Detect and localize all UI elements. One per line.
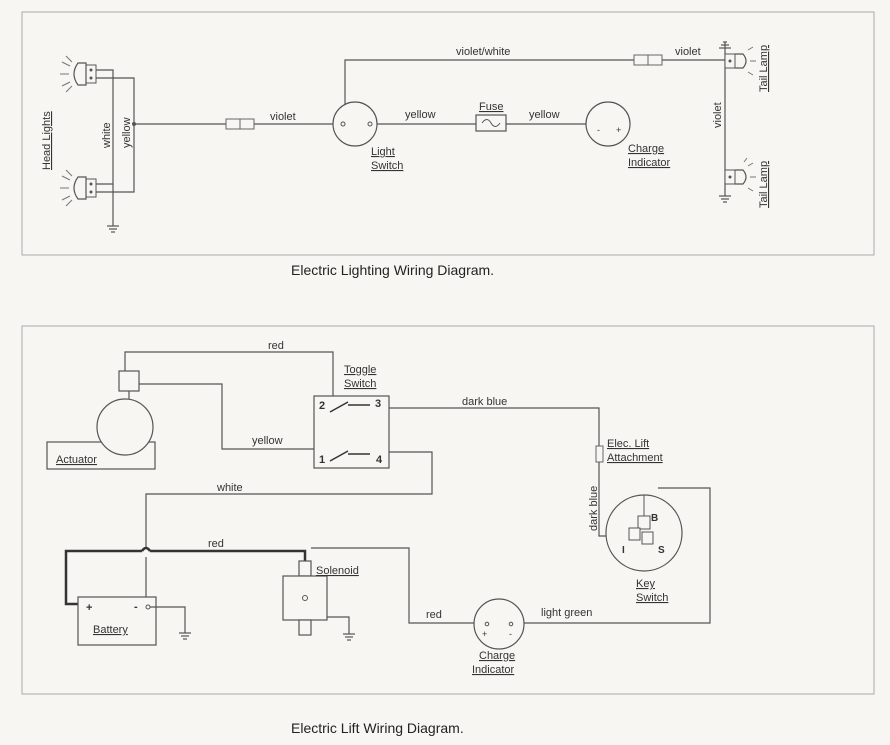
- actuator: [46, 370, 156, 470]
- red-thick-wire-2: [150, 549, 307, 561]
- tail-lamp-bottom-icon: [724, 157, 756, 192]
- yellow-label-1: yellow: [405, 109, 436, 121]
- battery-plus: +: [86, 602, 92, 614]
- elec-lift-label-1: Elec. Lift: [607, 438, 649, 450]
- svg-text:-: -: [597, 125, 600, 135]
- battery: [77, 596, 157, 646]
- toggle-label-2: Switch: [344, 378, 376, 390]
- head-lights-label: Head Lights: [41, 111, 53, 170]
- lift-panel-frame: [21, 325, 875, 695]
- white-wire-lift: [145, 451, 433, 547]
- charge-minus: -: [509, 629, 512, 639]
- svg-text:+: +: [616, 125, 621, 135]
- dark-blue-wire: [389, 407, 600, 446]
- red-bottom-label: red: [426, 609, 442, 621]
- key-i: I: [622, 545, 625, 556]
- battery-ground-wire: [150, 606, 186, 633]
- fuse-icon: [475, 114, 507, 132]
- white-label-lift: white: [216, 482, 243, 494]
- light-switch-label-2: Switch: [371, 160, 403, 172]
- toggle-switch: [313, 395, 390, 469]
- term-4: 4: [376, 454, 383, 466]
- charge-lift-label-1: Charge: [479, 650, 515, 662]
- battery-label: Battery: [93, 624, 128, 636]
- red-mid-label: red: [208, 538, 224, 550]
- term-2: 2: [319, 400, 325, 412]
- battery-minus: -: [134, 601, 138, 613]
- lift-diagram: Actuator red yellow 2 3 1 4 Toggle Switc…: [21, 325, 875, 736]
- yellow-wire-lift: [139, 383, 314, 450]
- lighting-caption: Electric Lighting Wiring Diagram.: [291, 262, 494, 278]
- charge-indicator-lift: [473, 598, 525, 650]
- key-b: B: [651, 513, 658, 524]
- key-switch: [605, 494, 683, 572]
- white-wire: [96, 69, 114, 185]
- red-bottom-wire: [311, 547, 474, 624]
- violet-vert-label: violet: [712, 102, 724, 128]
- charge-lift-label-2: Indicator: [472, 664, 515, 676]
- head-lamp-top-icon: [60, 55, 97, 93]
- yellow-wire: [96, 77, 135, 193]
- tail-lamp-top-label: Tail Lamp: [758, 45, 770, 92]
- tail-lamp-top-icon: [724, 46, 756, 76]
- yellow-label-2: yellow: [529, 109, 560, 121]
- elec-lift-label-2: Attachment: [607, 452, 663, 464]
- light-switch: [332, 101, 378, 147]
- wire-crossover: [140, 546, 152, 552]
- light-green-wire: [524, 487, 711, 624]
- violet-white-wire: [344, 59, 725, 104]
- red-top-wire: [124, 351, 334, 396]
- key-switch-label-1: Key: [636, 578, 655, 590]
- fuse-label: Fuse: [479, 101, 503, 113]
- key-switch-label-2: Switch: [636, 592, 668, 604]
- light-switch-label-1: Light: [371, 146, 395, 158]
- violet-white-label: violet/white: [456, 46, 510, 58]
- dark-blue-label: dark blue: [462, 396, 507, 408]
- solenoid: [282, 560, 328, 636]
- ground-symbol-bottom-icon: [719, 195, 731, 203]
- yellow-label-lift: yellow: [252, 435, 283, 447]
- solenoid-ground-wire: [327, 616, 350, 634]
- actuator-label: Actuator: [56, 454, 97, 466]
- ground-solenoid-icon: [343, 633, 355, 641]
- violet-top-label: violet: [675, 46, 701, 58]
- lift-attachment-connector: [595, 445, 604, 463]
- tail-lamp-bottom-label: Tail Lamp: [758, 161, 770, 208]
- solenoid-label: Solenoid: [316, 565, 359, 577]
- key-s: S: [658, 545, 665, 556]
- lift-caption: Electric Lift Wiring Diagram.: [291, 720, 464, 736]
- term-1: 1: [319, 454, 325, 466]
- violet-left-label: violet: [270, 111, 296, 123]
- red-thick-wire: [64, 549, 142, 606]
- lighting-panel-frame: [21, 11, 875, 256]
- term-3: 3: [375, 398, 381, 410]
- dark-blue-vert-label: dark blue: [588, 486, 600, 531]
- ground-battery-icon: [179, 632, 191, 640]
- ground-symbol-top-icon: [719, 41, 731, 49]
- charge-label-2: Indicator: [628, 157, 671, 169]
- charge-plus: +: [482, 629, 487, 639]
- head-lamp-bottom-icon: [60, 169, 97, 207]
- charge-indicator: - +: [585, 101, 631, 147]
- red-top-label: red: [268, 340, 284, 352]
- ground-symbol-icon: [107, 225, 119, 233]
- lighting-diagram: Head Lights white yellow violet Light Sw…: [21, 11, 875, 278]
- charge-label-1: Charge: [628, 143, 664, 155]
- yellow-vert-label: yellow: [121, 117, 133, 148]
- toggle-label-1: Toggle: [344, 364, 376, 376]
- white-label: white: [101, 122, 113, 149]
- light-green-label: light green: [541, 607, 592, 619]
